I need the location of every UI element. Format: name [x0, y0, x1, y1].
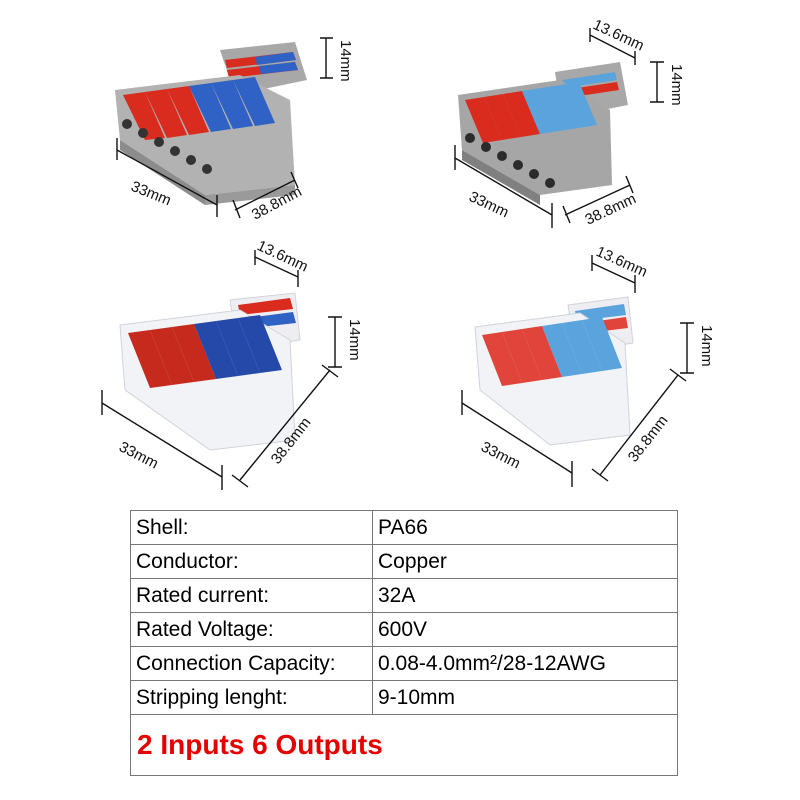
dim-height: 14mm [668, 64, 685, 106]
spec-value: PA66 [372, 510, 678, 545]
dim-input-width: 13.6mm [593, 243, 649, 281]
table-row: Stripping lenght: 9-10mm [130, 680, 678, 715]
spec-value: 32A [372, 578, 678, 613]
table-row: Connection Capacity: 0.08-4.0mm²/28-12AW… [130, 646, 678, 681]
spec-value: 9-10mm [372, 680, 678, 715]
table-row: Rated current: 32A [130, 578, 678, 613]
dim-width: 33mm [478, 438, 523, 472]
spec-label: Connection Capacity: [130, 646, 373, 681]
io-summary: 2 Inputs 6 Outputs [130, 714, 678, 776]
connector-illustration: 13.6mm 14mm 33mm 38.8mm [101, 237, 363, 490]
dim-width: 33mm [129, 178, 174, 209]
product-photo-clear-1: 13.6mm 14mm 33mm 38.8mm [90, 225, 390, 505]
spec-label: Conductor: [130, 544, 373, 579]
table-row: Rated Voltage: 600V [130, 612, 678, 647]
spec-label: Rated current: [130, 578, 373, 613]
connector-illustration: 13.6mm 14mm 33mm 38.8mm [454, 16, 685, 229]
spec-label: Rated Voltage: [130, 612, 373, 647]
dim-height: 14mm [337, 40, 354, 82]
dim-width: 33mm [466, 188, 511, 221]
product-photo-gray-1: 14mm 33mm 38.8mm [95, 20, 385, 230]
spec-label: Stripping lenght: [130, 680, 373, 715]
connector-illustration: 14mm 33mm 38.8mm [115, 37, 354, 224]
spec-table: Shell: PA66 Conductor: Copper Rated curr… [130, 510, 678, 776]
dim-width: 33mm [116, 438, 161, 472]
dim-height: 14mm [698, 325, 715, 367]
spec-label: Shell: [130, 510, 373, 545]
table-row: Conductor: Copper [130, 544, 678, 579]
product-photo-gray-2: 13.6mm 14mm 33mm 38.8mm [440, 10, 740, 230]
spec-value: Copper [372, 544, 678, 579]
table-row: Shell: PA66 [130, 510, 678, 545]
dim-depth: 38.8mm [625, 412, 672, 465]
dim-depth: 38.8mm [583, 190, 639, 228]
table-row: 2 Inputs 6 Outputs [130, 714, 678, 776]
dim-height: 14mm [346, 319, 363, 361]
spec-value: 0.08-4.0mm²/28-12AWG [372, 646, 678, 681]
connector-illustration: 13.6mm 14mm 33mm 38.8mm [461, 243, 715, 487]
product-photo-clear-2: 13.6mm 14mm 33mm 38.8mm [450, 225, 750, 505]
spec-value: 600V [372, 612, 678, 647]
